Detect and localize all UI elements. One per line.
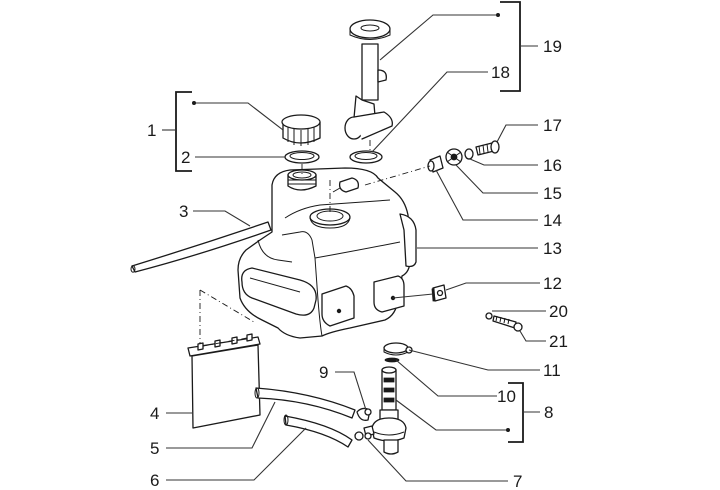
callout-6: 6 xyxy=(150,471,159,490)
washer-small[interactable] xyxy=(485,312,493,320)
callout-7: 7 xyxy=(513,472,522,490)
hose-clamp[interactable] xyxy=(356,407,372,421)
bolt[interactable] xyxy=(492,315,523,332)
sender-seal-ring[interactable] xyxy=(349,150,383,164)
callout-labels: 1 2 3 4 5 6 7 8 9 10 11 12 13 14 15 16 1… xyxy=(147,37,568,490)
callout-18: 18 xyxy=(491,63,510,82)
callout-16: 16 xyxy=(543,156,562,175)
callout-13: 13 xyxy=(543,239,562,258)
callout-3: 3 xyxy=(179,202,188,221)
callout-12: 12 xyxy=(543,274,562,293)
callout-2: 2 xyxy=(181,148,190,167)
vent-hose[interactable] xyxy=(130,221,272,273)
callout-19: 19 xyxy=(543,37,562,56)
callout-1: 1 xyxy=(147,121,156,140)
heat-shield-plate[interactable] xyxy=(187,289,261,429)
fuel-cap[interactable] xyxy=(281,114,321,146)
spacer[interactable] xyxy=(427,155,444,173)
fuel-hose-lower[interactable] xyxy=(283,414,353,448)
rubber-grommet[interactable] xyxy=(445,148,463,166)
callout-21: 21 xyxy=(549,332,568,351)
callout-17: 17 xyxy=(543,116,562,135)
callout-10: 10 xyxy=(497,387,516,406)
callout-15: 15 xyxy=(543,184,562,203)
assembly-axis-line xyxy=(364,165,431,186)
fuel-hose-upper[interactable] xyxy=(254,387,356,419)
bracket-1 xyxy=(175,91,192,172)
clip-nut[interactable] xyxy=(431,284,447,302)
hose-clip[interactable] xyxy=(354,431,372,441)
callout-8: 8 xyxy=(544,403,553,422)
callout-9: 9 xyxy=(319,363,328,382)
fuel-tap[interactable] xyxy=(363,366,407,455)
callout-11: 11 xyxy=(543,361,561,380)
fuel-tank[interactable] xyxy=(237,167,417,339)
tap-seal[interactable] xyxy=(384,357,400,363)
leader-lines xyxy=(162,13,546,482)
callout-5: 5 xyxy=(150,439,159,458)
cap-seal-ring[interactable] xyxy=(284,150,320,164)
screw[interactable] xyxy=(475,140,500,156)
callout-20: 20 xyxy=(549,302,568,321)
fuel-level-sender[interactable] xyxy=(344,19,393,150)
callout-14: 14 xyxy=(543,211,562,230)
callout-4: 4 xyxy=(150,404,159,423)
washer[interactable] xyxy=(464,148,474,160)
tap-lever[interactable] xyxy=(383,342,413,356)
